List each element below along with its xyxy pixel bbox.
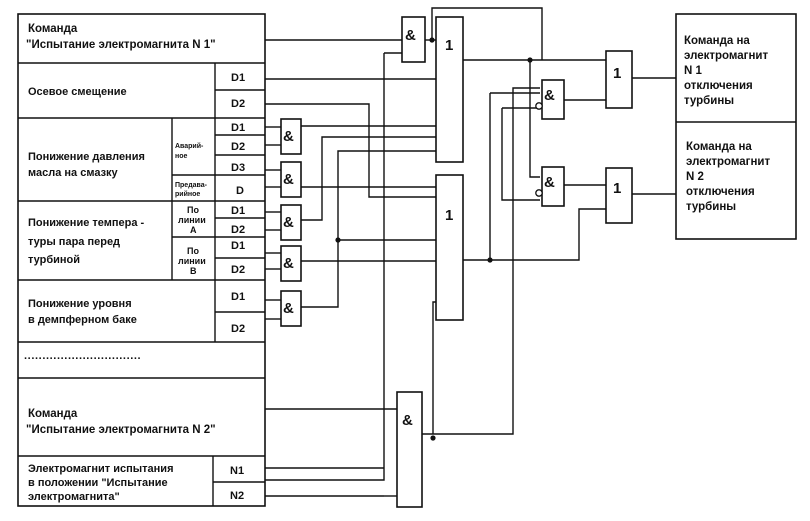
or-gate-em1: 1 — [605, 50, 633, 109]
svg-text:&: & — [544, 87, 555, 104]
and-gate-em2: & — [535, 166, 565, 207]
output-em2: Команда на электромагнит N 2 отключения … — [686, 141, 770, 213]
oil-label-line1: Понижение давления — [28, 151, 145, 163]
junction-dot — [487, 257, 493, 263]
gates: & 1 1 & & & & & — [280, 16, 633, 508]
steam-label-line3: турбиной — [28, 254, 80, 266]
svg-text:Команда на: Команда на — [684, 35, 750, 47]
junction-dot — [429, 37, 435, 43]
svg-text:&: & — [283, 171, 294, 188]
oil-signal-d3: D3 — [231, 162, 245, 174]
svg-text:турбины: турбины — [686, 201, 736, 213]
inversion-bubble — [535, 102, 543, 110]
and-gate-steam-a: & — [280, 204, 302, 241]
axial-shift-label: Осевое смещение — [28, 86, 127, 98]
svg-text:N 1: N 1 — [684, 65, 703, 77]
damper-signal-d1: D1 — [231, 291, 245, 303]
damper-signal-d2: D2 — [231, 323, 245, 335]
svg-text:1: 1 — [445, 207, 453, 224]
test-magnet-line2: в положении "Испытание — [28, 477, 168, 489]
junction-dot — [527, 57, 533, 63]
or-gate-lower: 1 — [435, 174, 464, 321]
or-gate-em2: 1 — [605, 167, 633, 224]
output-table-frame — [675, 13, 797, 240]
svg-text:N 2: N 2 — [686, 171, 704, 183]
test-signal-n2: N2 — [230, 490, 244, 502]
axial-signal-d1: D1 — [231, 72, 245, 84]
and-gate-steam-b: & — [280, 245, 302, 282]
and-gate-em1: & — [535, 79, 565, 120]
svg-text:электромагнит: электромагнит — [684, 50, 768, 62]
svg-text:&: & — [283, 128, 294, 145]
cmd2-label-line1: Команда — [28, 408, 78, 420]
line-b-line1: По — [187, 246, 199, 256]
svg-text:&: & — [283, 300, 294, 317]
axial-signal-d2: D2 — [231, 98, 245, 110]
junction-dot — [430, 435, 436, 441]
oil-signal-d: D — [236, 185, 244, 197]
input-table: Команда "Испытание электромагнита N 1" О… — [17, 13, 266, 507]
or-gate-upper: 1 — [435, 16, 464, 163]
svg-text:&: & — [405, 27, 416, 44]
and-gate-oil-emergency: & — [280, 118, 302, 155]
line-a-line3: А — [190, 225, 197, 235]
junction-dot — [335, 237, 341, 243]
svg-text:&: & — [283, 214, 294, 231]
wires — [265, 7, 676, 497]
output-em1: Команда на электромагнит N 1 отключения … — [684, 35, 768, 107]
line-a-signal-d1: D1 — [231, 205, 245, 217]
and-gate-cmd2: & — [396, 391, 423, 508]
output-table: Команда на электромагнит N 1 отключения … — [675, 13, 797, 240]
oil-label-line2: масла на смазку — [28, 167, 119, 179]
svg-text:1: 1 — [613, 65, 621, 82]
input-table-frame — [17, 13, 266, 507]
cmd1-label-line1: Команда — [28, 23, 78, 35]
svg-text:Команда на: Команда на — [686, 141, 752, 153]
oil-pre-emergency-line2: рийное — [175, 190, 200, 198]
and-gate-oil-pre: & — [280, 161, 302, 198]
oil-emergency-line1: Аварий- — [175, 142, 204, 150]
ellipsis-row: ································ — [24, 353, 141, 365]
test-signal-n1: N1 — [230, 465, 244, 477]
cmd2-label-line2: "Испытание электромагнита N 2" — [26, 424, 216, 436]
oil-emergency-line2: ное — [175, 153, 188, 160]
and-gate-damper: & — [280, 290, 302, 327]
svg-text:электромагнит: электромагнит — [686, 156, 770, 168]
oil-signal-d1: D1 — [231, 122, 245, 134]
line-a-line2: линии — [178, 215, 206, 225]
svg-text:отключения: отключения — [684, 80, 753, 92]
damper-label-line2: в демпферном баке — [28, 314, 137, 326]
svg-text:&: & — [283, 255, 294, 272]
svg-text:турбины: турбины — [684, 95, 734, 107]
svg-text:&: & — [402, 412, 413, 429]
line-b-line3: В — [190, 266, 197, 276]
svg-text:&: & — [544, 174, 555, 191]
oil-signal-d2: D2 — [231, 141, 245, 153]
oil-pre-emergency-line1: Предава- — [175, 182, 208, 189]
inversion-bubble — [535, 189, 543, 197]
steam-label-line2: туры пара перед — [28, 236, 120, 248]
svg-text:1: 1 — [445, 37, 453, 54]
line-b-line2: линии — [178, 256, 206, 266]
line-b-signal-d2: D2 — [231, 264, 245, 276]
test-magnet-line1: Электромагнит испытания — [28, 463, 174, 475]
line-a-line1: По — [187, 205, 199, 215]
line-a-signal-d2: D2 — [231, 224, 245, 236]
and-gate-cmd1: & — [401, 16, 426, 63]
steam-label-line1: Понижение темпера - — [28, 217, 145, 229]
line-b-signal-d1: D1 — [231, 240, 245, 252]
svg-text:1: 1 — [613, 180, 621, 197]
test-magnet-line3: электромагнита" — [28, 491, 120, 503]
junctions — [335, 37, 533, 441]
damper-label-line1: Понижение уровня — [28, 298, 132, 310]
svg-text:отключения: отключения — [686, 186, 755, 198]
cmd1-label-line2: "Испытание электромагнита N 1" — [26, 39, 216, 51]
